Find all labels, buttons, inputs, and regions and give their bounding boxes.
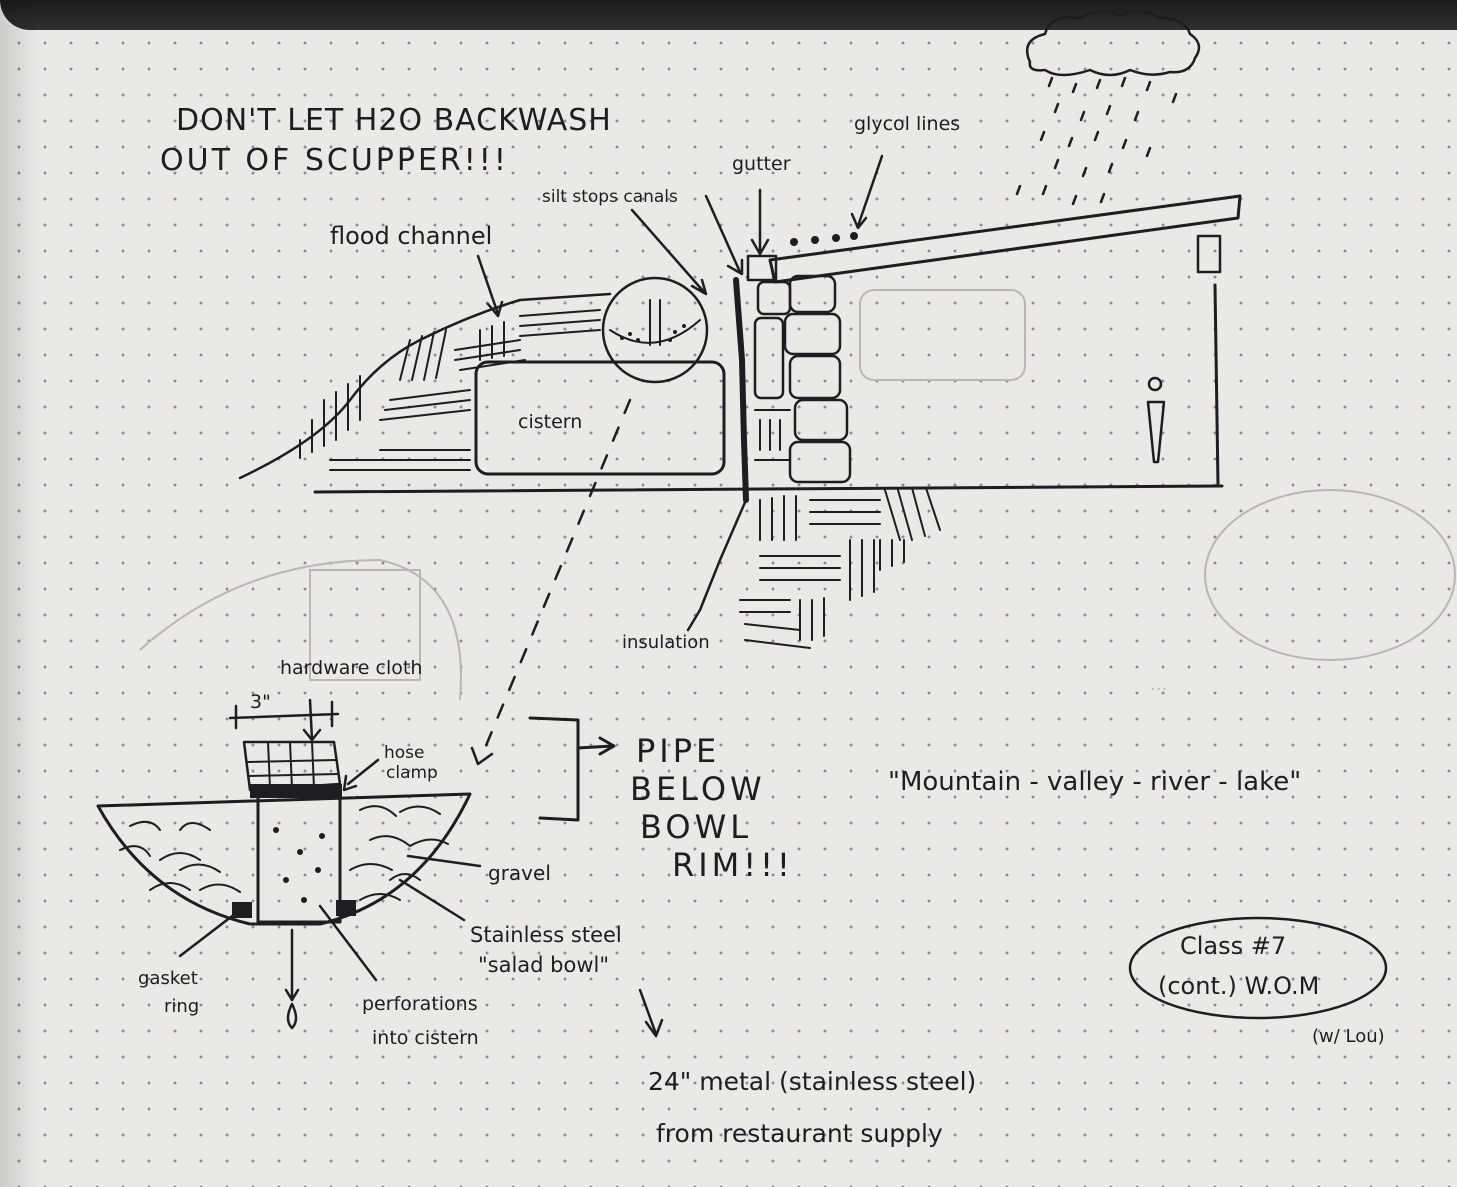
label-bowl-2: "salad bowl" [478,953,609,977]
label-hose: hose [384,743,425,763]
label-hardware-cloth: hardware cloth [280,657,422,679]
sequence-quote: "Mountain - valley - river - lake" [888,767,1301,797]
label-into-cistern: into cistern [372,1027,479,1049]
pipe-note-3: BOWL [640,808,752,846]
label-gravel: gravel [488,861,551,885]
label-glycol-lines: glycol lines [854,113,960,135]
svg-text:...: ... [1150,674,1167,695]
rain-drops [1017,78,1176,204]
label-flood-channel: flood channel [330,222,492,250]
class-tag-line-2: (cont.) W.O.M [1158,972,1319,1000]
bleed-through-marks: ... [140,290,1455,700]
cistern-tank [476,362,724,474]
label-perforations: perforations [362,993,478,1015]
person-figure [1148,378,1164,462]
label-gasket: gasket [138,968,198,989]
heading-line-1: DON'T LET H2O BACKWASH [176,103,612,138]
label-bowl-1: Stainless steel [470,923,622,947]
label-gutter: gutter [732,153,791,175]
rain-cloud-icon [1027,11,1199,75]
pipe-note-4: RIM!!! [672,846,794,884]
dashed-detail-leader [472,400,630,764]
ground-hatching [740,488,940,648]
supply-line-1: 24" metal (stainless steel) [648,1067,976,1096]
supply-line-2: from restaurant supply [656,1119,943,1148]
heading-line-2: OUT OF SCUPPER!!! [160,143,509,178]
label-cistern: cistern [518,411,582,433]
hillside [240,294,610,478]
leader-arrows [180,156,882,1036]
pipe-note-2: BELOW [630,770,766,808]
label-dimension: 3" [250,691,271,713]
label-silt-stops: silt stops canals [542,187,678,207]
label-clamp: clamp [386,763,438,783]
insulation-layer [688,280,746,630]
scupper-detail-circle [603,278,707,382]
bracket-arrow [530,718,614,820]
dimension-line [230,700,338,740]
stone-wall [755,276,850,482]
class-tag-aside: (w/ Lou) [1312,1026,1385,1047]
pipe-note-1: PIPE [636,732,720,770]
class-tag-line-1: Class #7 [1180,932,1286,960]
label-insulation: insulation [622,632,710,653]
label-ring: ring [164,996,199,1017]
